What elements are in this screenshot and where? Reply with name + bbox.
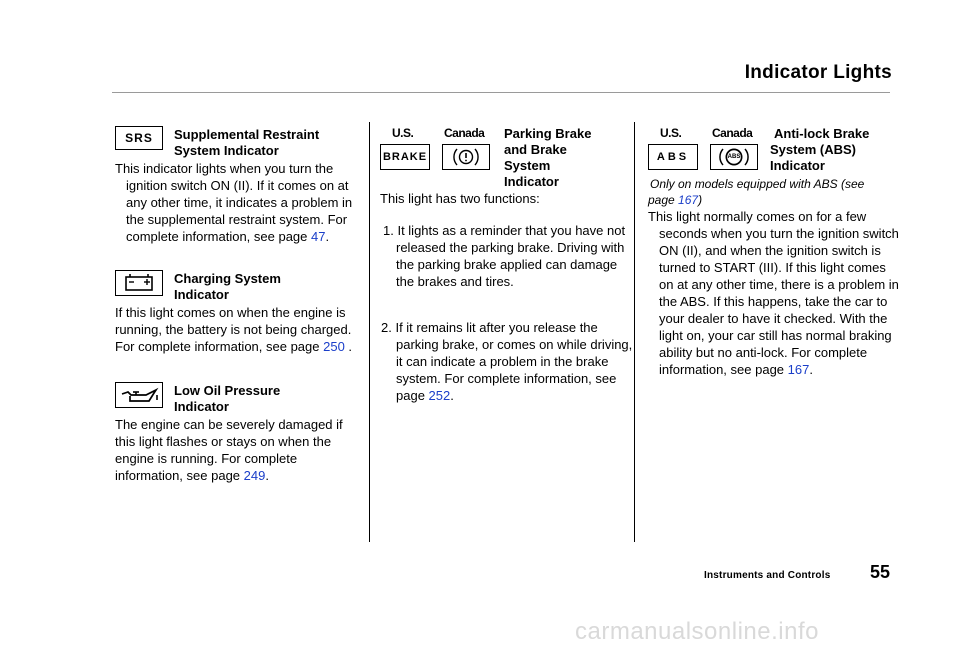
- abs-suffix: .: [809, 362, 813, 377]
- srs-badge-text: SRS: [125, 131, 153, 145]
- charging-heading-line1: Charging System: [174, 271, 281, 286]
- srs-heading-line1: Supplemental Restraint: [174, 127, 320, 142]
- srs-indicator-icon: SRS: [115, 126, 163, 150]
- watermark: carmanualsonline.info: [575, 618, 819, 645]
- abs-page-link[interactable]: 167: [787, 362, 810, 377]
- abs-note-suffix: ): [698, 193, 703, 207]
- charging-heading-line2: Indicator: [174, 287, 229, 302]
- brake-warning-symbol: [453, 148, 479, 166]
- srs-heading: Supplemental Restraint System Indicator: [174, 126, 365, 159]
- abs-heading: Anti-lock Brake System (ABS) Indicator: [770, 126, 894, 174]
- srs-suffix: .: [325, 229, 330, 244]
- brake-page-link[interactable]: 252: [428, 388, 451, 403]
- abs-canada-label: Canada: [712, 126, 753, 140]
- oil-pressure-section: Low Oil Pressure Indicator The engine ca…: [115, 382, 365, 484]
- abs-canada-badge-text: ABS: [727, 154, 741, 160]
- brake-canada-label: Canada: [444, 126, 485, 140]
- footer-page-number: 55: [870, 562, 891, 582]
- abs-note-text: Only on models equipped with ABS (see pa…: [648, 177, 865, 207]
- abs-heading-line1: Anti-lock Brake: [774, 126, 870, 141]
- abs-badge-text: ABS: [656, 151, 690, 163]
- abs-section: U.S. Canada ABS ABS Anti-lock Brake Syst…: [648, 126, 899, 426]
- oil-heading: Low Oil Pressure Indicator: [174, 382, 365, 415]
- title-rule: [112, 92, 890, 93]
- abs-heading-line2: System (ABS): [770, 142, 856, 157]
- abs-us-label: U.S.: [660, 126, 682, 140]
- srs-description-text: This indicator lights when you turn the …: [115, 161, 353, 244]
- srs-description: This indicator lights when you turn the …: [115, 160, 365, 245]
- oil-suffix: .: [265, 468, 269, 483]
- brake-indicator-icon: BRAKE: [380, 144, 430, 170]
- srs-page-link[interactable]: 47: [311, 229, 326, 244]
- column-divider-right: [634, 122, 635, 542]
- brake-item-1: 1. It lights as a reminder that you have…: [382, 222, 628, 290]
- brake-item-1-text: 1. It lights as a reminder that you have…: [383, 223, 626, 289]
- charging-description: If this light comes on when the engine i…: [115, 304, 365, 355]
- abs-heading-line3: Indicator: [770, 158, 825, 173]
- brake-intro: This light has two functions:: [380, 191, 540, 206]
- brake-item-2-text: 2. If it remains lit after you release t…: [381, 320, 633, 403]
- brake-canada-icon: [442, 144, 490, 170]
- brake-badge-text: BRAKE: [382, 151, 428, 163]
- abs-availability-note: Only on models equipped with ABS (see pa…: [648, 176, 893, 208]
- oil-heading-line2: Indicator: [174, 399, 229, 414]
- charging-suffix: .: [344, 339, 353, 354]
- brake-item-2-suffix: .: [450, 388, 454, 403]
- oil-can-icon: [115, 382, 163, 408]
- brake-heading-line1: Parking Brake: [504, 126, 592, 141]
- abs-circle-symbol: [719, 148, 749, 166]
- charging-page-link[interactable]: 250: [323, 339, 345, 354]
- brake-section: U.S. Canada BRAKE Parking Brake and Brak…: [380, 126, 632, 426]
- abs-description-text: This light normally comes on for a few s…: [648, 209, 899, 377]
- brake-item-2: 2. If it remains lit after you release t…: [380, 319, 638, 404]
- oil-can-symbol: [121, 387, 159, 402]
- oil-description: The engine can be severely damaged if th…: [115, 416, 363, 484]
- brake-us-label: U.S.: [392, 126, 414, 140]
- oil-page-link[interactable]: 249: [243, 468, 266, 483]
- srs-heading-line2: System Indicator: [174, 143, 279, 158]
- srs-section: SRS Supplemental Restraint System Indica…: [115, 126, 365, 245]
- column-divider-left: [369, 122, 370, 542]
- page-title: Indicator Lights: [744, 62, 892, 83]
- abs-note-page-link[interactable]: 167: [678, 193, 699, 207]
- charging-heading: Charging System Indicator: [174, 270, 365, 303]
- battery-icon: [115, 270, 163, 296]
- brake-heading-line4: Indicator: [504, 174, 559, 189]
- footer-section-title: Instruments and Controls: [704, 570, 831, 581]
- battery-symbol: [125, 274, 153, 291]
- brake-heading-line3: System: [504, 158, 551, 173]
- oil-description-text: The engine can be severely damaged if th…: [115, 417, 343, 483]
- charging-description-text: If this light comes on when the engine i…: [115, 305, 352, 354]
- abs-description: This light normally comes on for a few s…: [648, 208, 903, 378]
- brake-heading: Parking Brake and Brake System Indicator: [504, 126, 634, 190]
- abs-indicator-icon: ABS: [648, 144, 698, 170]
- brake-heading-line2: and Brake: [504, 142, 567, 157]
- abs-canada-icon: ABS: [710, 144, 758, 170]
- oil-heading-line1: Low Oil Pressure: [174, 383, 281, 398]
- charging-section: Charging System Indicator If this light …: [115, 270, 365, 355]
